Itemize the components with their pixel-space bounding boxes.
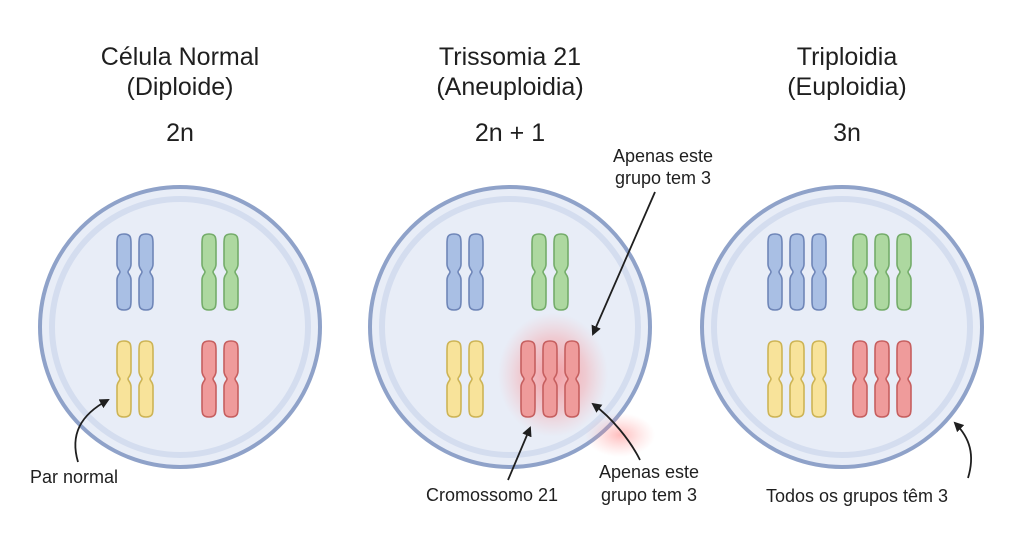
chromosome-group-blue — [767, 233, 827, 311]
arrows — [74, 191, 972, 481]
chromosome — [852, 340, 868, 418]
chromosome-group-red — [520, 340, 580, 418]
chromosome-groups — [116, 233, 239, 418]
arrow-todos — [953, 421, 972, 479]
chromosome-group-green — [852, 233, 912, 311]
chromosome — [446, 340, 462, 418]
chromosome — [789, 233, 805, 311]
chromosome — [896, 233, 912, 311]
chromosome — [520, 340, 536, 418]
chromosome — [564, 340, 580, 418]
label-todos-grupos: Todos os grupos têm 3 — [765, 486, 949, 506]
panel-notation: 2n — [166, 119, 194, 147]
cell-inner-ring — [49, 196, 311, 458]
cell-membrane — [38, 185, 322, 469]
chromosome-group-green — [201, 233, 239, 311]
panel-notation: 3n — [833, 119, 861, 147]
chromosome — [896, 340, 912, 418]
chromosome — [767, 233, 783, 311]
chromosome-group-green — [531, 233, 569, 311]
label-apenas-top-line2: grupo tem 3 — [614, 168, 712, 188]
panel-title-line2: (Euploidia) — [787, 73, 907, 101]
chromosome — [201, 340, 217, 418]
chromosome — [116, 233, 132, 311]
cell-membrane — [700, 185, 984, 469]
panel-title-line1: Trissomia 21 — [438, 43, 582, 71]
chromosome — [811, 340, 827, 418]
cell-inner-ring — [711, 196, 973, 458]
panel-title-line2: (Diploide) — [126, 73, 234, 101]
cell-inner-ring — [379, 196, 641, 458]
chromosome-group-yellow — [116, 340, 154, 418]
cell-triploid — [700, 185, 984, 469]
chromosome — [874, 340, 890, 418]
chromosome — [116, 340, 132, 418]
chromosome-group-red — [201, 340, 239, 418]
chromosome-group-yellow — [767, 340, 827, 418]
chromosome — [874, 233, 890, 311]
cell-normal — [38, 185, 322, 469]
chromosome — [811, 233, 827, 311]
arrow-apenas-top — [591, 191, 656, 336]
chromosome-group-yellow — [446, 340, 484, 418]
chromosome — [201, 233, 217, 311]
chromosome — [446, 233, 462, 311]
cell-trisomy — [368, 185, 655, 469]
label-apenas-bottom-line2: grupo tem 3 — [600, 485, 698, 505]
chromosome — [138, 340, 154, 418]
chromosome-groups — [767, 233, 912, 418]
chromosome-group-blue — [446, 233, 484, 311]
chromosome — [789, 340, 805, 418]
chromosome — [468, 340, 484, 418]
chromosome-group-red — [852, 340, 912, 418]
chromosome — [223, 340, 239, 418]
chromosome-groups — [446, 233, 580, 418]
label-par-normal: Par normal — [30, 467, 119, 487]
panel-title-line1: Célula Normal — [100, 43, 260, 71]
highlight-glow-tail — [585, 413, 655, 457]
arrow-cromossomo — [507, 426, 532, 481]
chromosome — [553, 233, 569, 311]
panel-title-line2: (Aneuploidia) — [436, 73, 584, 101]
arrow-par-normal — [74, 399, 110, 463]
chromosome — [531, 233, 547, 311]
label-apenas-top-line1: Apenas este — [612, 146, 714, 166]
chromosome — [767, 340, 783, 418]
chromosome — [468, 233, 484, 311]
panel-notation: 2n + 1 — [474, 119, 546, 147]
chromosome — [852, 233, 868, 311]
panel-title-line1: Triploidia — [796, 43, 898, 71]
chromosome-group-blue — [116, 233, 154, 311]
chromosome — [223, 233, 239, 311]
chromosome — [138, 233, 154, 311]
label-cromossomo-21: Cromossomo 21 — [425, 485, 559, 505]
label-apenas-bottom-line1: Apenas este — [598, 462, 700, 482]
arrow-apenas-bottom — [591, 402, 641, 461]
chromosome — [542, 340, 558, 418]
